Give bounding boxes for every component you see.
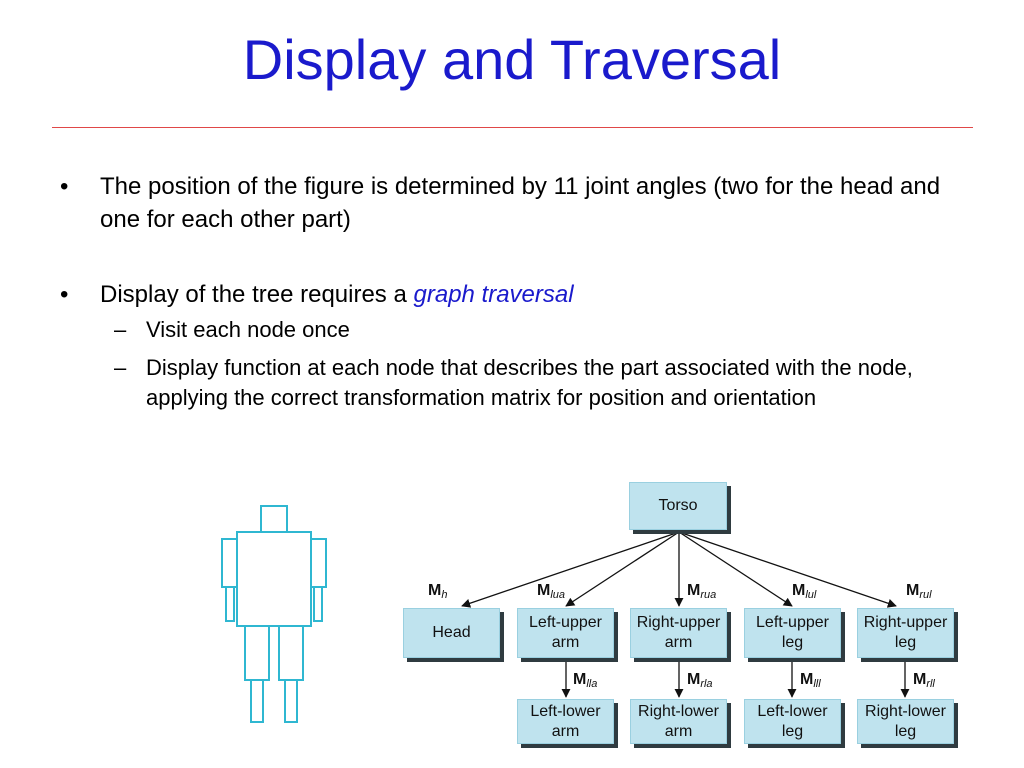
matrix-label-rua: Mrua <box>687 582 717 601</box>
node-label: Torso <box>658 497 698 514</box>
edge-torso-head <box>461 531 680 608</box>
node-label: Left-lower leg <box>757 702 828 740</box>
figure-right-lower-arm <box>313 586 323 622</box>
figure-left-lower-arm <box>225 586 235 622</box>
figure-torso <box>236 531 312 627</box>
node-left-lower-leg: Left-lower leg <box>744 699 841 744</box>
bullet-dot: • <box>60 173 69 200</box>
figure-right-lower-leg <box>284 679 298 723</box>
matrix-label-rla: Mrla <box>687 671 713 690</box>
node-head: Head <box>403 608 500 658</box>
matrix-label-lla: Mlla <box>573 671 598 690</box>
bullet-item: • Display of the tree requires a graph t… <box>60 278 960 311</box>
node-right-upper-leg: Right-upper leg <box>857 608 954 658</box>
sub-bullet-text: Visit each node once <box>146 317 350 342</box>
edge-torso-left-upper-leg <box>678 531 793 607</box>
sub-bullet-text: Display function at each node that descr… <box>146 355 913 410</box>
figure-left-upper-leg <box>244 625 270 681</box>
bullet-item: • The position of the figure is determin… <box>60 170 960 236</box>
figure-left-lower-leg <box>250 679 264 723</box>
node-left-upper-leg: Left-upper leg <box>744 608 841 658</box>
bullet-text: The position of the figure is determined… <box>100 173 941 233</box>
bullet-list: • The position of the figure is determin… <box>60 170 960 413</box>
matrix-label-rul: Mrul <box>906 582 932 601</box>
node-label: Left-upper leg <box>756 614 829 651</box>
matrix-label-rll: Mrll <box>913 671 935 690</box>
matrix-label-lul: Mlul <box>792 582 817 601</box>
node-label: Left-upper arm <box>529 614 602 651</box>
matrix-label-lua: Mlua <box>537 582 566 601</box>
bullet-text: Display of the tree requires a <box>100 281 414 308</box>
matrix-label-head: Mh <box>428 582 448 601</box>
bullet-emphasis: graph traversal <box>413 281 574 308</box>
slide-title: Display and Traversal <box>242 28 782 91</box>
node-left-lower-arm: Left-lower arm <box>517 699 614 744</box>
node-label: Right-upper leg <box>863 614 948 651</box>
node-label: Right-upper arm <box>636 614 721 651</box>
title-divider <box>52 127 973 128</box>
node-label: Right-lower arm <box>638 702 719 740</box>
sub-bullet-item: – Visit each node once <box>60 315 960 345</box>
matrix-label-lll: Mlll <box>800 671 821 690</box>
sub-bullet-dash: – <box>114 355 127 380</box>
node-torso: Torso <box>629 482 727 530</box>
sub-bullet-item: – Display function at each node that des… <box>60 353 960 413</box>
edge-torso-left-upper-arm <box>565 531 680 607</box>
node-label: Head <box>432 624 471 641</box>
bullet-dot: • <box>60 281 69 308</box>
node-label: Right-lower leg <box>865 702 946 740</box>
node-right-lower-arm: Right-lower arm <box>630 699 727 744</box>
edge-torso-right-upper-leg <box>678 531 897 608</box>
sub-bullet-dash: – <box>114 317 127 342</box>
node-label: Left-lower arm <box>530 702 601 740</box>
node-right-lower-leg: Right-lower leg <box>857 699 954 744</box>
node-left-upper-arm: Left-upper arm <box>517 608 614 658</box>
node-right-upper-arm: Right-upper arm <box>630 608 727 658</box>
